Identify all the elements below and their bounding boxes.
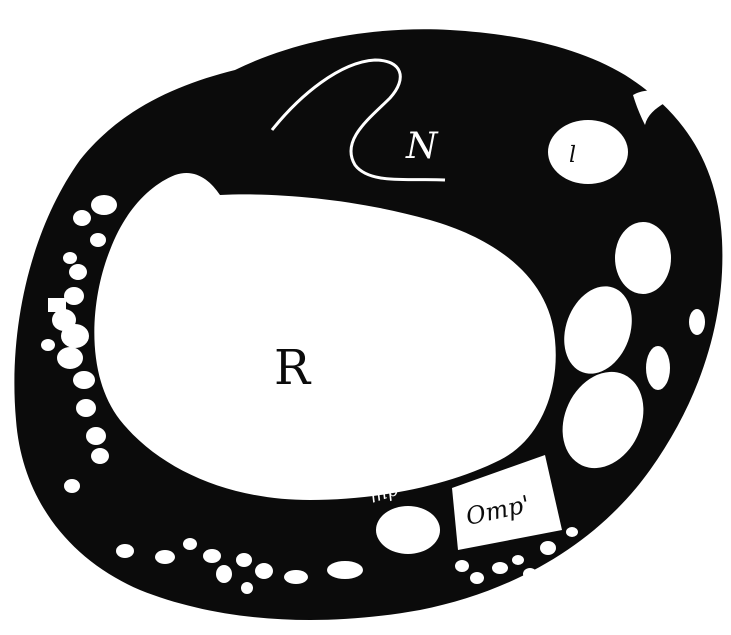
label-r: R xyxy=(274,340,312,396)
label-l: l xyxy=(569,143,576,168)
lumen-l xyxy=(548,120,628,184)
lumen-right-4 xyxy=(689,309,705,335)
label-n: N xyxy=(405,126,439,167)
chamber-mp xyxy=(376,506,440,554)
lumen-right-3 xyxy=(646,346,670,390)
lumen-right-1 xyxy=(615,222,671,294)
